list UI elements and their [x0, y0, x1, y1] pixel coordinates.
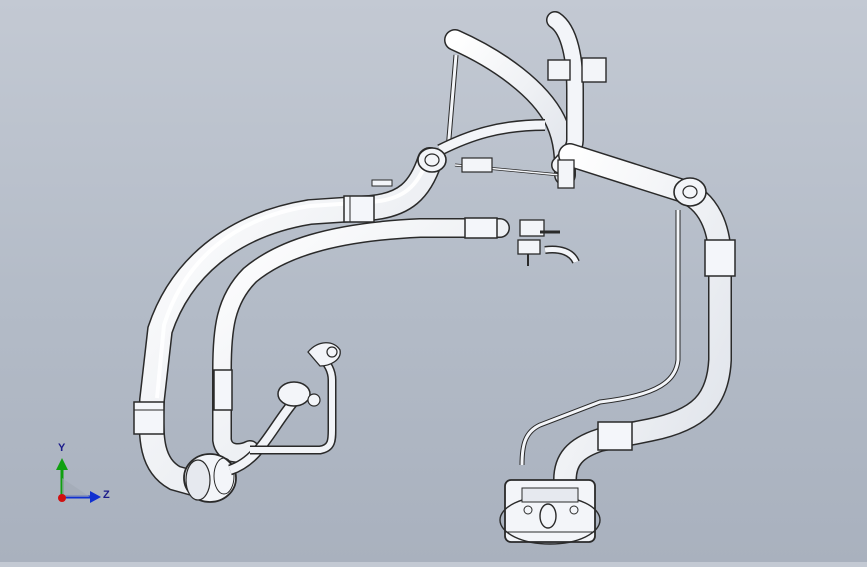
- hose-sleeve: [464, 217, 498, 239]
- left-lower-hose: [212, 217, 510, 463]
- connector-block: [581, 57, 607, 83]
- right-hose: [519, 143, 736, 492]
- hose-sleeve: [704, 239, 736, 277]
- compressor: [499, 479, 601, 545]
- z-axis-label: Z: [103, 489, 110, 501]
- hose-sleeve: [343, 195, 375, 223]
- axis-triad: [56, 458, 101, 503]
- x-axis-dot: [58, 494, 66, 502]
- muffler-canister: [183, 453, 237, 503]
- hose-sleeve: [133, 401, 165, 435]
- hose-sleeve: [597, 421, 633, 451]
- left-upper-hose: [133, 147, 443, 498]
- hose-sleeve: [213, 369, 233, 411]
- y-axis-label: Y: [58, 442, 66, 454]
- valve-cluster: [517, 159, 580, 266]
- small-pipe-left: [227, 342, 341, 476]
